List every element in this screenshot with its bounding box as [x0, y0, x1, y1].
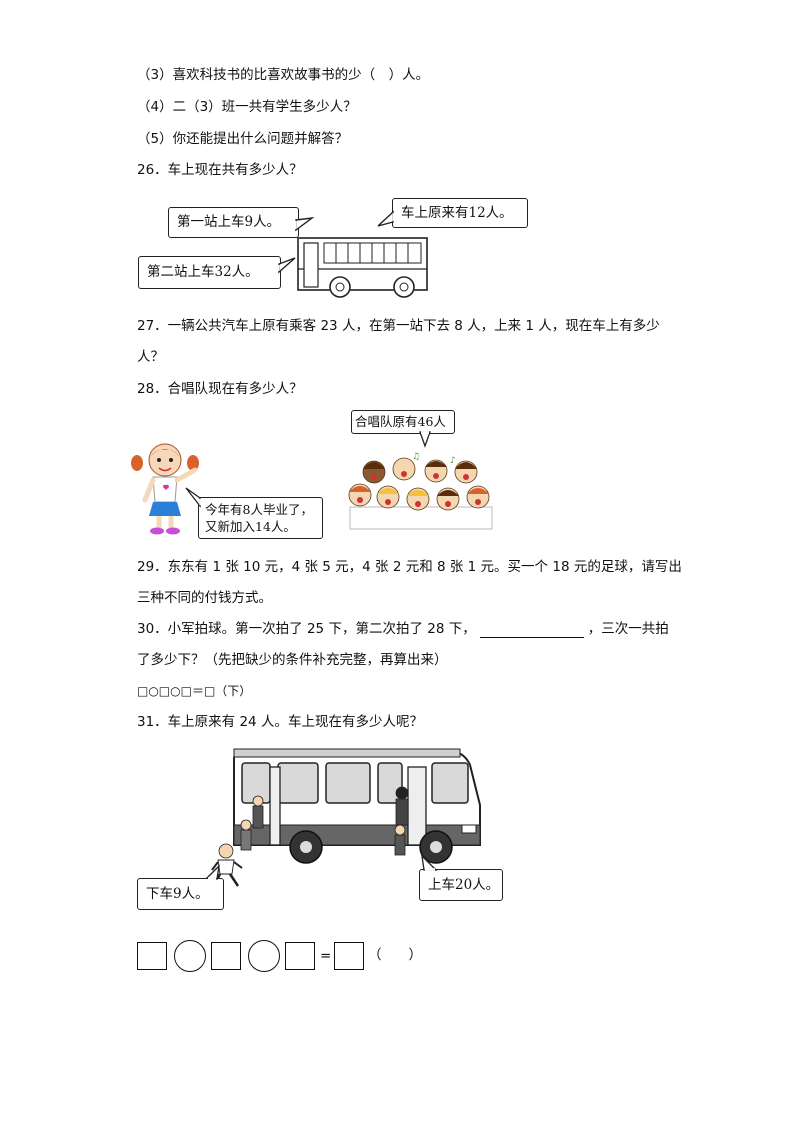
- bubble-get-on: 上车20人。: [419, 869, 503, 901]
- question-30-line2: 了多少下？（先把缺少的条件补充完整，再算出来）: [137, 652, 448, 668]
- question-28: 28．合唱队现在有多少人？: [137, 381, 303, 397]
- question-30-formula: □○□○□＝□（下）: [137, 684, 252, 698]
- unit-parentheses: （ ）: [368, 947, 422, 963]
- bubble-originally-tail: [377, 210, 396, 227]
- question-27-line2: 人？: [137, 349, 164, 365]
- answer-box-result[interactable]: [334, 942, 364, 970]
- question-30-part2: ，三次一共拍: [587, 621, 669, 637]
- bubble-choir-change-tail: [185, 487, 202, 508]
- bubble-choir-tail: [419, 431, 431, 448]
- answer-blank[interactable]: [479, 623, 584, 638]
- bubble-choir-change-line1: 今年有8人毕业了，: [205, 502, 313, 517]
- bubble-choir-change: 今年有8人毕业了， 又新加入14人。: [198, 497, 323, 539]
- operator-circle-2[interactable]: [248, 940, 280, 972]
- question-27-line1: 27．一辆公共汽车上原有乘客 23 人，在第一站下去 8 人，上来 1 人，现在…: [137, 318, 660, 334]
- bubble-choir-change-line2: 又新加入14人。: [205, 519, 296, 534]
- bubble-first-stop: 第一站上车9人。: [168, 207, 299, 238]
- question-29-line2: 三种不同的付钱方式。: [137, 590, 272, 606]
- bubble-second-stop-tail: [276, 257, 296, 274]
- bubble-originally: 车上原来有12人。: [392, 198, 528, 228]
- equals-sign: =: [320, 948, 332, 964]
- question-25-4: （4）二（3）班一共有学生多少人？: [137, 99, 357, 115]
- question-30-part1: 30．小军拍球。第一次拍了 25 下，第二次拍了 28 下，: [137, 621, 476, 637]
- answer-box-1[interactable]: [137, 942, 167, 970]
- question-26: 26．车上现在共有多少人？: [137, 162, 303, 178]
- bubble-get-off-tail: [205, 864, 220, 880]
- svg-text:♫: ♫: [412, 452, 420, 462]
- question-30-line1: 30．小军拍球。第一次拍了 25 下，第二次拍了 28 下， ，三次一共拍: [137, 620, 669, 638]
- bus-illustration-small: [297, 237, 428, 298]
- question-25-5: （5）你还能提出什么问题并解答？: [137, 131, 349, 147]
- question-31: 31．车上原来有 24 人。车上现在有多少人呢？: [137, 714, 423, 730]
- answer-box-3[interactable]: [285, 942, 315, 970]
- operator-circle-1[interactable]: [174, 940, 206, 972]
- bubble-choir-original: 合唱队原有46人: [351, 410, 455, 434]
- girl-illustration: [131, 443, 199, 535]
- bus-illustration-large: [233, 748, 481, 864]
- question-25-3: （3）喜欢科技书的比喜欢故事书的少（ ）人。: [137, 67, 430, 83]
- svg-text:♪: ♪: [450, 456, 456, 466]
- question-29-line1: 29．东东有 1 张 10 元，4 张 5 元，4 张 2 元和 8 张 1 元…: [137, 559, 682, 575]
- bubble-first-stop-tail: [293, 216, 315, 232]
- bubble-second-stop: 第二站上车32人。: [138, 256, 281, 289]
- choir-illustration: ♪ ♫: [348, 452, 493, 530]
- bubble-get-on-tail: [421, 854, 438, 871]
- answer-box-2[interactable]: [211, 942, 241, 970]
- bubble-get-off: 下车9人。: [137, 878, 224, 910]
